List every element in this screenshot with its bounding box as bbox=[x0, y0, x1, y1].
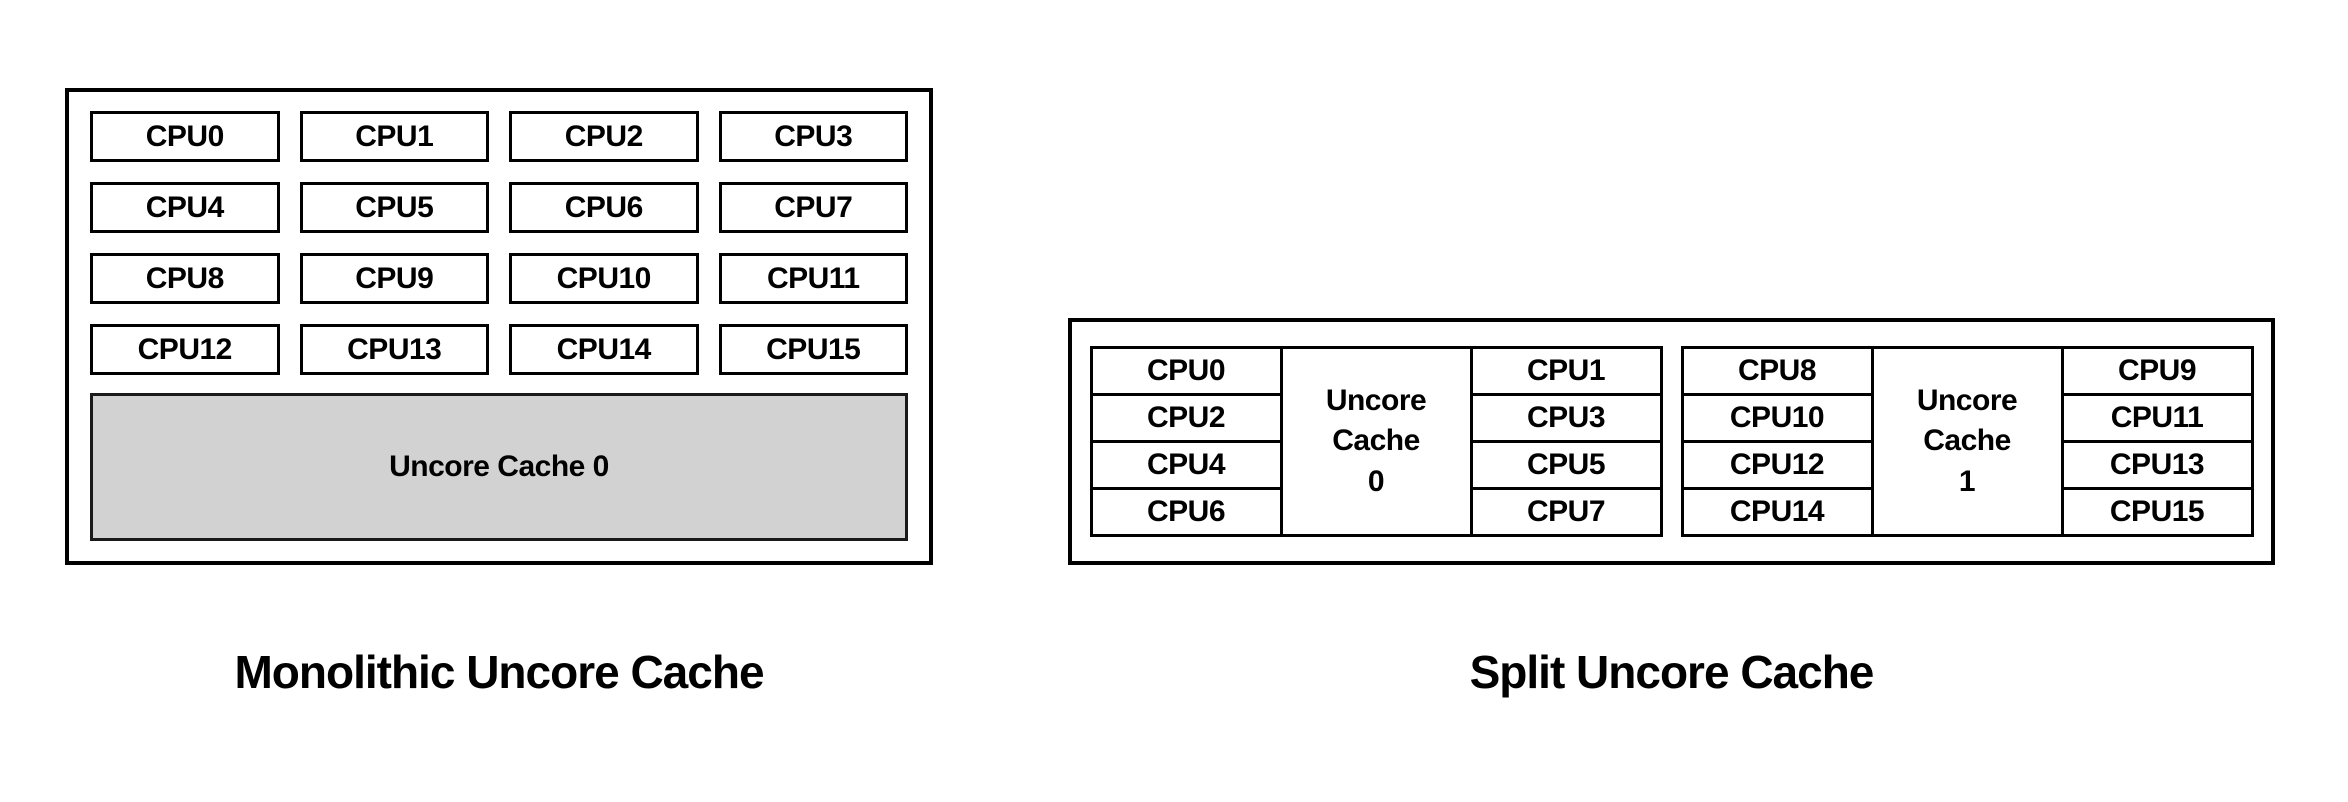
cpu-cell: CPU2 bbox=[1089, 393, 1283, 443]
cache-label-line: Cache bbox=[1332, 424, 1420, 458]
monolithic-uncore-diagram: CPU0 CPU1 CPU2 CPU3 CPU4 CPU5 CPU6 CPU7 … bbox=[65, 88, 933, 565]
cpu-cell: CPU4 bbox=[1089, 440, 1283, 490]
cpu-box: CPU2 bbox=[509, 111, 699, 162]
cpu-box: CPU0 bbox=[90, 111, 280, 162]
cpu-box: CPU11 bbox=[718, 253, 908, 304]
cache-label-line: Uncore bbox=[1325, 383, 1427, 417]
cache-label-line: 0 bbox=[1367, 464, 1385, 498]
cpu-box: CPU9 bbox=[299, 253, 489, 304]
uncore-cache-0-box: Uncore Cache 0 bbox=[90, 393, 908, 541]
cpu-box: CPU8 bbox=[90, 253, 280, 304]
cache-label-line: Uncore bbox=[1916, 383, 2018, 417]
split-uncore-diagram: CPU0 Uncore Cache 0 CPU1 CPU2 CPU3 CPU4 … bbox=[1068, 318, 2275, 565]
cpu-cell: CPU7 bbox=[1469, 487, 1663, 537]
monolithic-caption: Monolithic Uncore Cache bbox=[234, 646, 764, 698]
cpu-cell: CPU5 bbox=[1469, 440, 1663, 490]
cpu-cell: CPU15 bbox=[2060, 487, 2254, 537]
split-cluster-0: CPU0 Uncore Cache 0 CPU1 CPU2 CPU3 CPU4 … bbox=[1089, 346, 1663, 537]
monolithic-cpu-grid: CPU0 CPU1 CPU2 CPU3 CPU4 CPU5 CPU6 CPU7 … bbox=[90, 111, 908, 375]
cpu-cell: CPU0 bbox=[1089, 346, 1283, 396]
cpu-cell: CPU9 bbox=[2060, 346, 2254, 396]
cpu-box: CPU5 bbox=[299, 182, 489, 233]
cache-label-line: 1 bbox=[1958, 464, 1976, 498]
cpu-cell: CPU10 bbox=[1680, 393, 1874, 443]
cpu-box: CPU3 bbox=[718, 111, 908, 162]
cpu-box: CPU7 bbox=[718, 182, 908, 233]
cpu-box: CPU6 bbox=[509, 182, 699, 233]
cpu-cell: CPU11 bbox=[2060, 393, 2254, 443]
cpu-cell: CPU6 bbox=[1089, 487, 1283, 537]
cpu-box: CPU13 bbox=[299, 324, 489, 375]
cpu-box: CPU1 bbox=[299, 111, 489, 162]
cpu-box: CPU4 bbox=[90, 182, 280, 233]
split-caption: Split Uncore Cache bbox=[1469, 646, 1875, 698]
cpu-cell: CPU12 bbox=[1680, 440, 1874, 490]
cache-label-line: Cache bbox=[1923, 424, 2011, 458]
cpu-cell: CPU1 bbox=[1469, 346, 1663, 396]
cpu-box: CPU12 bbox=[90, 324, 280, 375]
cpu-box: CPU15 bbox=[718, 324, 908, 375]
cpu-box: CPU14 bbox=[509, 324, 699, 375]
cpu-cell: CPU8 bbox=[1680, 346, 1874, 396]
cpu-cell: CPU13 bbox=[2060, 440, 2254, 490]
cpu-cell: CPU3 bbox=[1469, 393, 1663, 443]
uncore-cache-0-cell: Uncore Cache 0 bbox=[1279, 346, 1473, 537]
cpu-cell: CPU14 bbox=[1680, 487, 1874, 537]
uncore-cache-1-cell: Uncore Cache 1 bbox=[1870, 346, 2064, 537]
split-cluster-1: CPU8 Uncore Cache 1 CPU9 CPU10 CPU11 CPU… bbox=[1680, 346, 2254, 537]
cpu-box: CPU10 bbox=[509, 253, 699, 304]
